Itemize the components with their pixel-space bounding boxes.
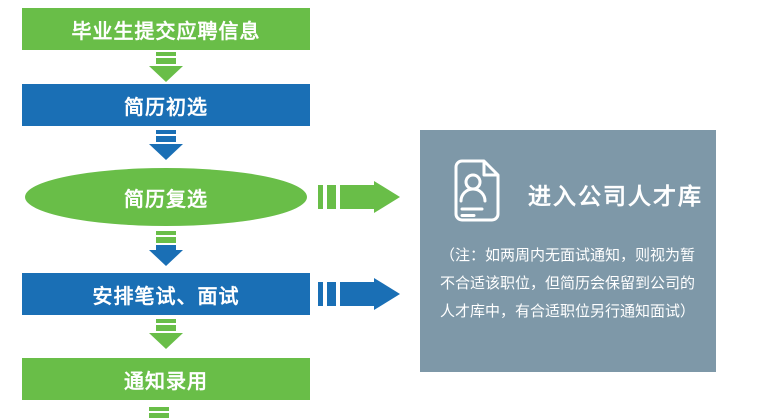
arrow-down-icon: [149, 407, 169, 418]
talent-pool-title: 进入公司人才库: [528, 182, 703, 209]
flow-step-offer-notification: 通知录用: [22, 358, 310, 400]
flow-step-label: 通知录用: [124, 370, 208, 393]
flow-step-submit-application: 毕业生提交应聘信息: [22, 8, 310, 50]
arrow-right-icon: [318, 181, 400, 213]
flow-step-label: 安排笔试、面试: [92, 285, 240, 308]
talent-pool-note-line: 人才库中，有合适职位另行通知面试）: [440, 303, 696, 320]
flow-step-written-test-interview: 安排笔试、面试: [22, 273, 310, 315]
arrow-down-icon: [149, 231, 183, 266]
talent-pool-header: 进入公司人才库: [448, 158, 703, 229]
flow-step-resume-initial-screening: 简历初选: [22, 84, 310, 126]
flow-step-label: 简历初选: [124, 96, 208, 119]
talent-pool-note-line: 不合适该职位，但简历会保留到公司的: [440, 275, 696, 292]
flow-step-resume-second-screening: 简历复选: [25, 168, 307, 226]
resume-document-icon: [448, 158, 506, 229]
arrow-down-icon: [149, 52, 183, 82]
arrow-down-icon: [149, 319, 183, 349]
arrow-down-icon: [149, 130, 183, 160]
flow-step-label: 简历复选: [124, 188, 208, 211]
talent-pool-note: （注：如两周内无面试通知，则视为暂 不合适该职位，但简历会保留到公司的 人才库中…: [440, 242, 706, 326]
talent-pool-panel: 进入公司人才库 （注：如两周内无面试通知，则视为暂 不合适该职位，但简历会保留到…: [420, 130, 716, 372]
talent-pool-note-line: （注：如两周内无面试通知，则视为暂: [440, 247, 696, 264]
arrow-right-icon: [318, 278, 400, 310]
flow-step-label: 毕业生提交应聘信息: [71, 20, 261, 43]
